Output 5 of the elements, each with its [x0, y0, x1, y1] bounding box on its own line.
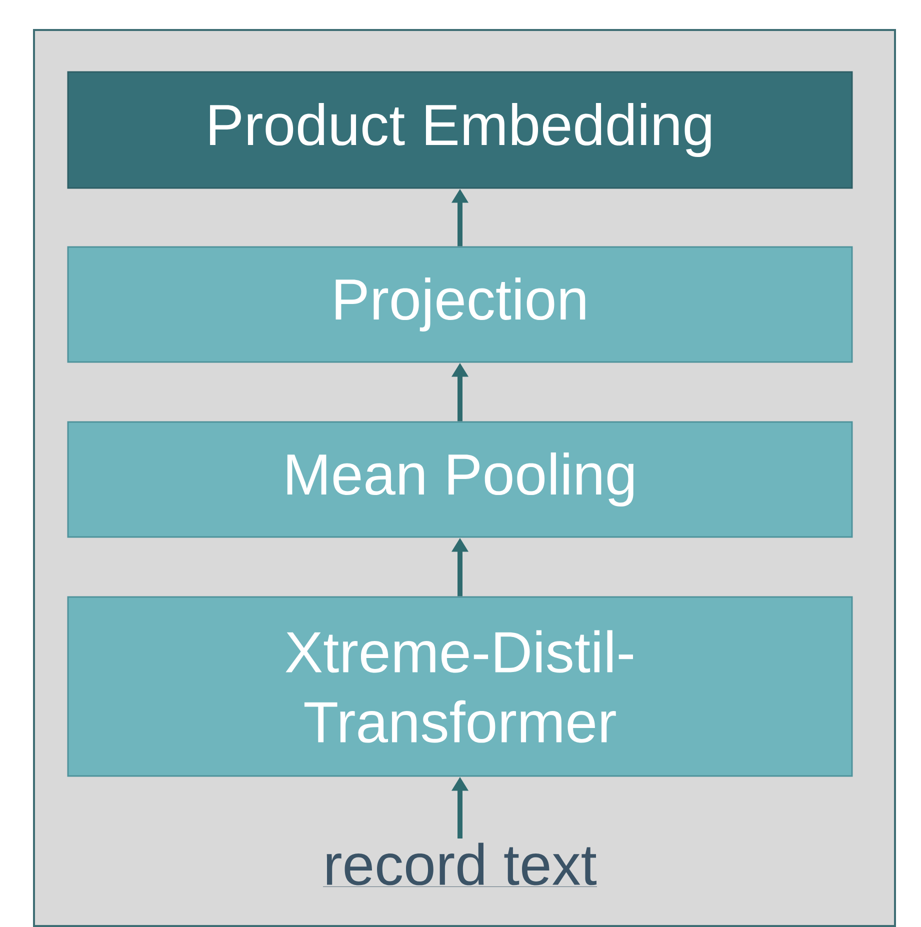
layer-box: Xtreme-Distil- Transformer — [67, 596, 853, 777]
layer-box: Mean Pooling — [67, 421, 853, 538]
layer-box: Projection — [67, 246, 853, 363]
input-text: record text — [322, 842, 598, 887]
output-box: Product Embedding — [67, 71, 853, 189]
